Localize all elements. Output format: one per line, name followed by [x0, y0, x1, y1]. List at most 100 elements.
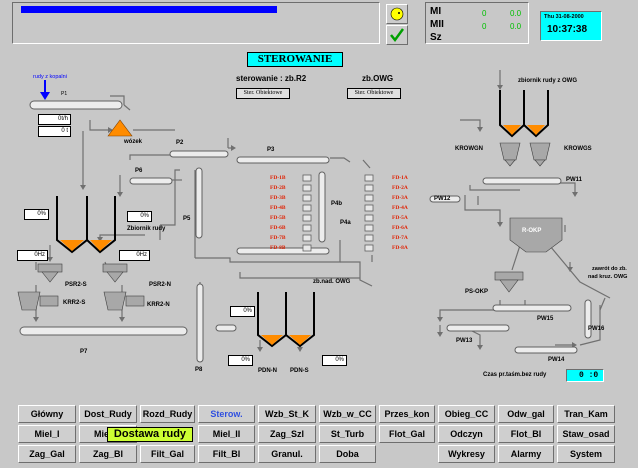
psr2n-label: PSR2-N [149, 282, 172, 288]
pw12-label: PW12 [434, 196, 451, 202]
sz-label: Sz [430, 32, 442, 43]
nav-dost-rudy[interactable]: Dost_Rudy [79, 405, 137, 423]
nav-flot-gal[interactable]: Flot_Gal [379, 425, 435, 443]
nav-tran-kam[interactable]: Tran_Kam [557, 405, 615, 423]
pw14-label: PW14 [548, 357, 565, 363]
pdn-s-label: PDN-S [290, 368, 309, 374]
fd-2b: FD-2B [270, 185, 286, 191]
fd-4b: FD-4B [270, 205, 286, 211]
nav-alarmy[interactable]: Alarmy [498, 445, 554, 463]
fd-1a: FD-1A [392, 175, 408, 181]
psr2s-label: PSR2-S [65, 282, 87, 288]
mi-value-1: 0 [482, 9, 487, 18]
ster-obiektowe-button-1[interactable]: Ster. Obiektowe [236, 88, 290, 99]
zawrot-label: zawrót do zb. [592, 266, 627, 272]
p1-label: P1 [61, 91, 68, 97]
nav-przes-kon[interactable]: Przes_kon [379, 405, 435, 423]
pw11-label: PW11 [566, 177, 583, 183]
clock-panel: Thu 31-08-2000 10:37:38 [540, 11, 602, 41]
fd-4a: FD-4A [392, 205, 408, 211]
nav-wzb-w-cc[interactable]: Wzb_w_CC [319, 405, 376, 423]
ster-obiektowe-button-2[interactable]: Ster. Obiektowe [347, 88, 401, 99]
nav-filt-gal[interactable]: Filt_Gal [140, 445, 195, 463]
pct-owg-1: 0% [230, 306, 255, 317]
czas-value: 0 :0 [566, 369, 604, 382]
process-diagram [17, 70, 611, 363]
pct-left: 0% [24, 209, 49, 220]
nav-miel-ii[interactable]: Miel_II [198, 425, 255, 443]
progress-panel [12, 2, 380, 44]
nav-glowny[interactable]: Główny [18, 405, 76, 423]
mii-label: MII [430, 19, 444, 30]
mi-label: MI [430, 6, 442, 17]
nav-zag-bl[interactable]: Zag_Bl [79, 445, 137, 463]
czas-value-text: 0 :0 [579, 371, 599, 380]
fd-8a: FD-8A [392, 245, 408, 251]
nav-odw-gal[interactable]: Odw_gal [498, 405, 554, 423]
nav-flot-bl[interactable]: Flot_Bl [498, 425, 554, 443]
pct-right: 0% [127, 211, 152, 222]
nav-staw-osad[interactable]: Staw_osad [557, 425, 615, 443]
nav-wzb-st-k[interactable]: Wzb_St_K [258, 405, 316, 423]
p7-label: P7 [80, 349, 88, 355]
czas-label: Czas pr.taśm.bez rudy [483, 372, 547, 378]
sterowanie-label: sterowanie : zb.R2 [236, 74, 307, 83]
krowgn-label: KROWGN [455, 146, 483, 152]
rokp-label: R-OKP [522, 228, 542, 234]
nav-zag-gal[interactable]: Zag_Gal [18, 445, 76, 463]
fd-6b: FD-6B [270, 225, 286, 231]
p4a-label: P4a [340, 220, 351, 226]
pct-owg-2: 0% [228, 355, 253, 366]
th-value: 0t/h [38, 114, 71, 125]
time-display: 10:37:38 [547, 24, 588, 35]
fd-7a: FD-7A [392, 235, 408, 241]
nav-st-turb[interactable]: St_Turb [319, 425, 376, 443]
sun-button[interactable] [386, 4, 408, 24]
zb-owg-label: zb.OWG [362, 74, 394, 83]
fd-6a: FD-6A [392, 225, 408, 231]
pct-owg-3: 0% [322, 355, 347, 366]
p5-label: P5 [183, 216, 191, 222]
nav-obieg-cc[interactable]: Obieg_CC [438, 405, 495, 423]
nav-wykresy[interactable]: Wykresy [438, 445, 495, 463]
p6-label: P6 [135, 168, 143, 174]
nav-zag-szl[interactable]: Zag_Szl [258, 425, 316, 443]
p3-label: P3 [267, 147, 275, 153]
zawrot-label-2: nad kruz. OWG [588, 274, 628, 280]
nav-granul[interactable]: Granul. [258, 445, 316, 463]
fd-8b: FD-8B [270, 245, 286, 251]
nav-sterow[interactable]: Sterow. [198, 405, 255, 423]
hz-right: 0Hz [119, 250, 150, 261]
p4b-label: P4b [331, 201, 343, 207]
check-button[interactable] [386, 25, 408, 45]
fd-3b: FD-3B [270, 195, 286, 201]
nav-system[interactable]: System [557, 445, 615, 463]
nav-doba[interactable]: Doba [319, 445, 376, 463]
page-title: STEROWANIE [247, 52, 343, 67]
nav-filt-bl[interactable]: Filt_Bl [198, 445, 255, 463]
p2-label: P2 [176, 140, 184, 146]
pw15-label: PW15 [537, 316, 554, 322]
zbiornik-rudy-label: Zbiornik rudy [127, 226, 166, 232]
pdn-n-label: PDN-N [258, 368, 277, 374]
pw16-label: PW16 [588, 326, 605, 332]
fd-5a: FD-5A [392, 215, 408, 221]
nav-miel-i[interactable]: Miel_I [18, 425, 76, 443]
date-display: Thu 31-08-2000 [544, 14, 584, 20]
zbiornik-owg-label: zbiornik rudy z OWG [518, 78, 578, 84]
p8-label: P8 [195, 367, 203, 373]
zb-nad-owg-label: zb.nad. OWG [313, 279, 351, 285]
fd-1b: FD-1B [270, 175, 286, 181]
krowgs-label: KROWGS [564, 146, 592, 152]
mii-value-2: 0.0 [510, 22, 522, 31]
hz-left: 0Hz [17, 250, 48, 261]
nav-rozd-rudy[interactable]: Rozd_Rudy [140, 405, 195, 423]
fd-7b: FD-7B [270, 235, 286, 241]
rudy-z-kopalni-label: rudy z kopalni [33, 74, 67, 80]
check-icon [390, 28, 405, 43]
progress-bar [21, 6, 277, 13]
ps-okp-label: PS-OKP [465, 289, 489, 295]
fd-3a: FD-3A [392, 195, 408, 201]
mii-value-1: 0 [482, 22, 487, 31]
nav-odczyn[interactable]: Odczyn [438, 425, 495, 443]
